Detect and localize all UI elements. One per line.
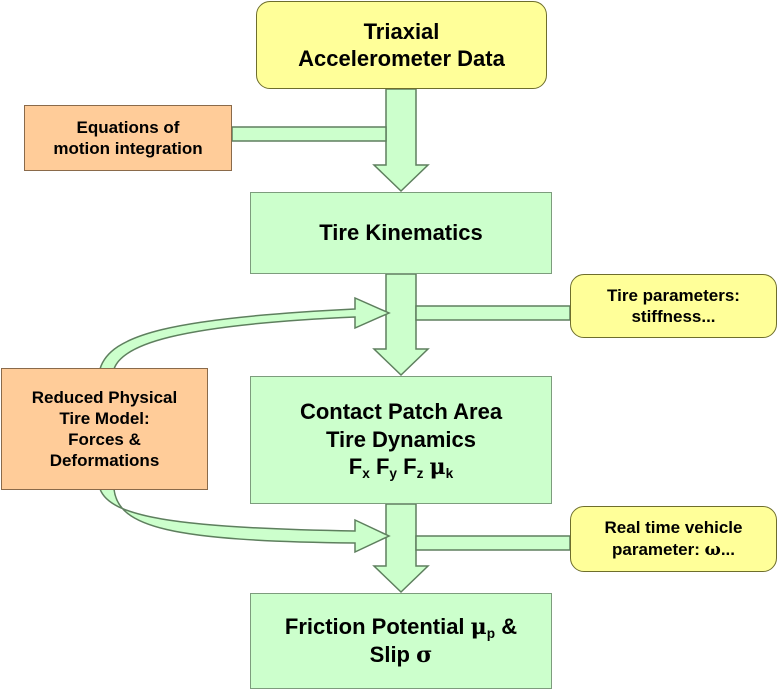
friction-line-2: Slip σ xyxy=(370,641,433,670)
realtime-line-2: parameter: ω... xyxy=(612,539,735,561)
omega-symbol: ω xyxy=(704,539,721,560)
friction-label: Friction Potential xyxy=(284,613,471,639)
contact-patch-line-1: Contact Patch Area xyxy=(299,399,503,425)
equations-line-1: Equations of xyxy=(76,117,180,137)
force-fz: Fz xyxy=(403,454,424,482)
arrow-accel-to-kinematics xyxy=(372,88,430,193)
input-bar-tire-parameters xyxy=(415,305,571,321)
friction-potential-box: Friction Potential μp & Slip σ xyxy=(250,593,552,689)
mu-p-base: μ xyxy=(470,613,487,640)
contact-patch-box: Contact Patch Area Tire Dynamics Fx Fy F… xyxy=(250,376,552,504)
friction-line-1: Friction Potential μp & xyxy=(285,613,517,642)
force-fx-base: F xyxy=(348,454,363,480)
tire-kinematics-box: Tire Kinematics xyxy=(250,192,552,274)
equations-line-2: motion integration xyxy=(53,139,203,158)
force-fy: Fy xyxy=(375,454,397,482)
tire-parameters-line-1: Tire parameters: xyxy=(607,285,740,305)
curved-arrow-lower xyxy=(98,488,391,554)
force-fx: Fx xyxy=(348,454,370,482)
curved-arrow-upper xyxy=(98,296,391,370)
arrow-kinematics-to-contact xyxy=(372,273,430,377)
mu-k-sub: k xyxy=(445,466,454,482)
equations-of-motion-box: Equations of motion integration xyxy=(24,105,232,171)
force-fy-base: F xyxy=(375,454,390,480)
force-fy-sub: y xyxy=(389,466,397,482)
tire-parameters-box: Tire parameters: stiffness... xyxy=(570,274,777,338)
arrow-contact-to-friction xyxy=(372,503,430,594)
tire-parameters-line-2: stiffness... xyxy=(631,307,716,326)
realtime-line-1: Real time vehicle xyxy=(604,518,743,538)
kinematics-label: Tire Kinematics xyxy=(319,220,483,246)
reduced-model-line-4: Deformations xyxy=(49,451,160,471)
realtime-param-suffix: ... xyxy=(720,539,735,559)
slip-label: Slip xyxy=(369,642,417,667)
reduced-model-line-2: Tire Model: xyxy=(59,408,150,428)
force-fz-sub: z xyxy=(416,466,424,482)
realtime-vehicle-parameter-box: Real time vehicle parameter: ω... xyxy=(570,506,777,572)
accelerometer-data-box: Triaxial Accelerometer Data xyxy=(256,1,547,89)
friction-coefficient-k: μk xyxy=(429,454,454,482)
realtime-param-label: parameter: xyxy=(612,539,700,559)
force-variables: Fx Fy Fz μk xyxy=(349,453,453,482)
mu-p-sub: p xyxy=(486,625,496,641)
friction-ampersand: & xyxy=(495,613,518,639)
accelerometer-line-2: Accelerometer Data xyxy=(298,46,505,71)
force-fz-base: F xyxy=(403,454,417,480)
input-bar-equations xyxy=(231,126,387,142)
reduced-model-line-3: Forces & xyxy=(68,430,141,449)
input-bar-realtime xyxy=(415,535,571,551)
contact-patch-line-2: Tire Dynamics xyxy=(325,426,476,452)
reduced-model-line-1: Reduced Physical xyxy=(31,387,178,407)
mu-k-base: μ xyxy=(429,454,446,481)
reduced-tire-model-box: Reduced Physical Tire Model: Forces & De… xyxy=(1,368,208,490)
accelerometer-line-1: Triaxial xyxy=(363,18,440,44)
force-fx-sub: x xyxy=(362,466,370,482)
sigma-symbol: σ xyxy=(416,642,433,668)
